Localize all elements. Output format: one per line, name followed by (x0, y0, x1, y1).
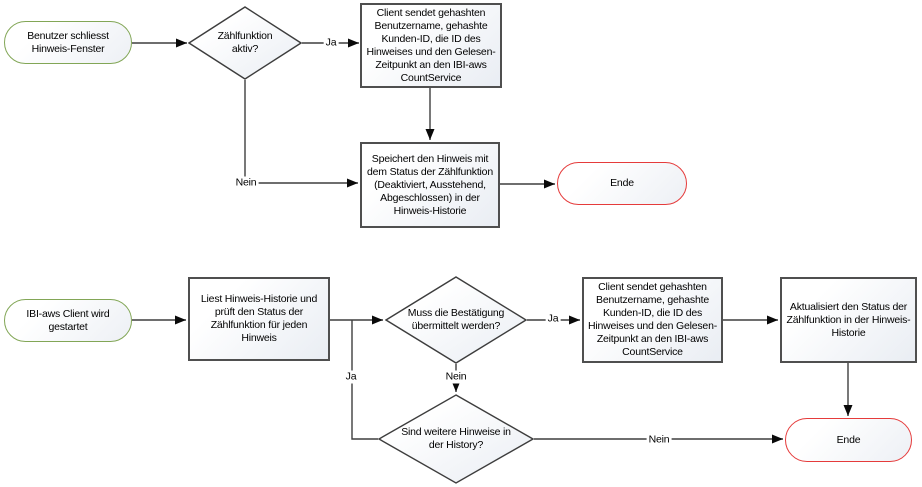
start-terminator-client-started: IBI-aws Client wird gestartet (4, 299, 132, 342)
edge-label-ja-submit: Ja (545, 312, 561, 326)
decision-more-hints: Sind weitere Hinweise in der History? (378, 394, 534, 484)
edge-label-ja-more: Ja (343, 370, 359, 384)
end-terminator-bottom: Ende (785, 418, 912, 462)
process-client-send-top: Client sendet gehashten Benutzername, ge… (360, 3, 502, 88)
ende2-label: Ende (836, 433, 861, 446)
process-update-label: Aktualisiert den Status der Zählfunktion… (786, 300, 911, 339)
start2-label: IBI-aws Client wird gestartet (26, 307, 110, 333)
process-send-top-label: Client sendet gehashten Benutzername, ge… (366, 6, 496, 84)
process-send-bottom-label: Client sendet gehashten Benutzername, ge… (587, 281, 718, 358)
process-client-send-bottom: Client sendet gehashten Benutzername, ge… (582, 277, 723, 363)
diamond2-shape (385, 276, 527, 364)
decision-count-function-active: Zählfunktion aktiv? (188, 6, 302, 80)
ende1-label: Ende (610, 177, 634, 189)
process-store-hint-history: Speichert den Hinweis mit dem Status der… (360, 142, 500, 228)
decision2-label: Muss die Bestätigung übermittelt werden? (407, 307, 505, 332)
start1-label: Benutzer schliesst Hinweis-Fenster (27, 29, 109, 55)
edge-decision3-ja-return (351, 320, 378, 440)
edge-label-nein-top: Nein (233, 176, 259, 190)
decision1-label: Zählfunktion aktiv? (217, 30, 273, 55)
diamond1-shape (188, 6, 302, 80)
start-terminator-user-closes-window: Benutzer schliesst Hinweis-Fenster (4, 21, 132, 64)
decision-confirmation-submit: Muss die Bestätigung übermittelt werden? (385, 276, 527, 364)
process-store-label: Speichert den Hinweis mit dem Status der… (367, 152, 493, 217)
process-update-status: Aktualisiert den Status der Zählfunktion… (780, 277, 917, 363)
process-read-history: Liest Hinweis-Historie und prüft den Sta… (188, 277, 330, 361)
end-terminator-top: Ende (557, 162, 687, 205)
process-read-label: Liest Hinweis-Historie und prüft den Sta… (200, 293, 318, 344)
edge-label-nein-submit: Nein (443, 370, 469, 384)
edge-label-nein-more: Nein (646, 433, 672, 447)
diamond3-shape (378, 394, 534, 484)
edge-label-ja-top: Ja (323, 36, 339, 50)
edge-decision1-nein-to-store (244, 80, 358, 188)
decision3-label: Sind weitere Hinweise in der History? (401, 426, 511, 451)
